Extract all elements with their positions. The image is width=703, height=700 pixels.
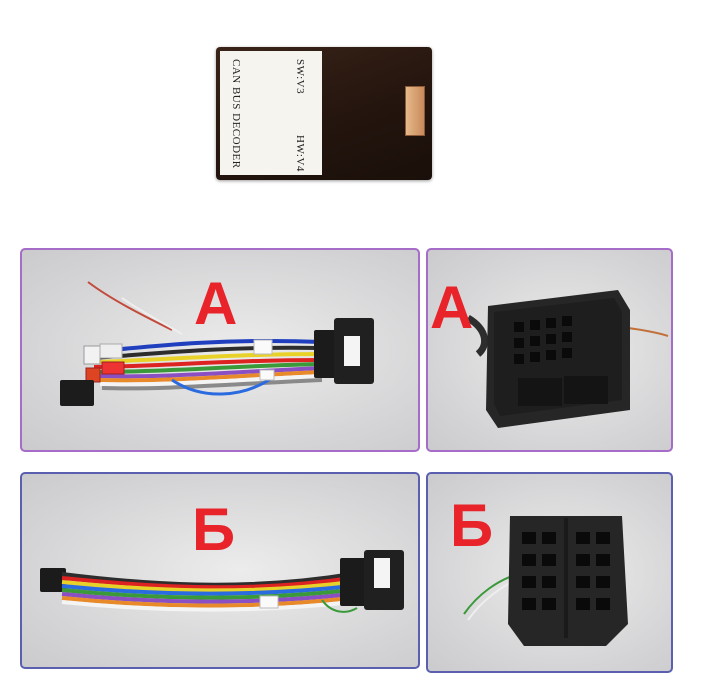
decoder-hw-version: HW:V4	[294, 135, 306, 172]
panel-b-connector-letter: Б	[450, 492, 494, 559]
pin-grid-b	[522, 532, 610, 610]
harness-b-photo	[40, 550, 404, 613]
connector-a-photo	[466, 290, 669, 428]
decoder-connector-port	[405, 86, 425, 136]
panel-a-harness: A	[20, 248, 420, 452]
decoder-title: CAN BUS DECODER	[230, 59, 242, 169]
panel-b-harness: Б	[20, 472, 420, 669]
decoder-label: CAN BUS DECODER SW:V3 HW:V4	[220, 51, 322, 175]
pin-grid-a	[514, 316, 608, 406]
decoder-sw-version: SW:V3	[294, 59, 306, 95]
harness-a-photo	[60, 281, 374, 406]
panel-a-letter: A	[194, 270, 238, 337]
panel-a-connector-letter: A	[430, 274, 474, 341]
connector-b-photo	[463, 516, 628, 646]
panel-b-connector: Б	[426, 472, 673, 673]
panel-b-letter: Б	[192, 496, 236, 563]
panel-a-connector: A	[426, 248, 673, 452]
